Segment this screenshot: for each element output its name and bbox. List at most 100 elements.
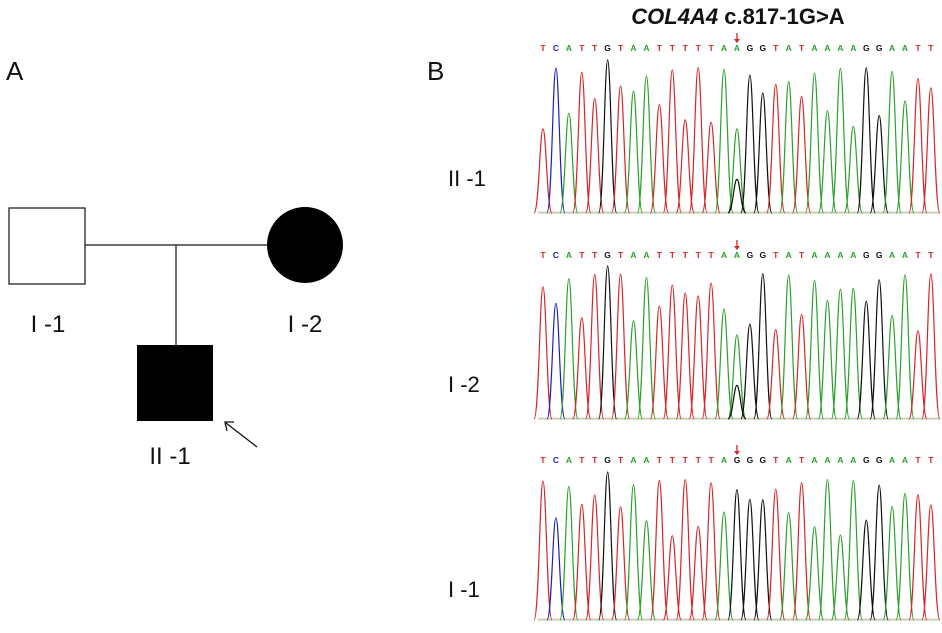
base-call-letter: T	[618, 455, 624, 465]
base-call-letter: G	[876, 250, 883, 260]
base-call-letter: A	[630, 43, 636, 53]
trace-peak	[688, 525, 708, 621]
base-call-letter: T	[915, 455, 921, 465]
base-call-letter: A	[837, 43, 843, 53]
trace-peak	[662, 535, 682, 621]
base-call-letter: T	[708, 43, 714, 53]
trace-peak	[675, 119, 695, 214]
base-call-letter: T	[696, 250, 702, 260]
trace-peak	[533, 480, 553, 621]
base-call-letter: A	[837, 455, 843, 465]
trace-peak	[572, 317, 592, 420]
base-call-letter: A	[630, 250, 636, 260]
base-call-letter: G	[604, 250, 611, 260]
trace-peak	[675, 292, 695, 420]
trace-peak	[585, 98, 605, 214]
base-call-letter: T	[773, 250, 779, 260]
base-call-letter: A	[902, 250, 908, 260]
trace-peak	[701, 282, 721, 420]
trace-peak	[882, 505, 902, 621]
base-call-letter: A	[824, 43, 830, 53]
base-call-letter: T	[773, 455, 779, 465]
trace-peak	[662, 69, 682, 214]
base-call-letter: G	[759, 455, 766, 465]
trace-peak	[701, 121, 721, 214]
trace-peak	[662, 284, 682, 420]
base-call-letter: A	[566, 455, 572, 465]
trace-peak	[753, 273, 773, 420]
trace-peak	[882, 70, 902, 214]
trace-peak	[830, 288, 850, 420]
base-call-letter: G	[863, 455, 870, 465]
base-call-letter: A	[643, 43, 649, 53]
trace-peak	[895, 492, 915, 621]
trace-peak	[714, 511, 734, 621]
trace-peak	[792, 313, 812, 420]
chromatogram-traces	[533, 265, 941, 420]
base-call-letter: T	[928, 455, 934, 465]
base-call-letter: T	[683, 43, 689, 53]
trace-peak	[779, 511, 799, 621]
base-call-letter: A	[566, 43, 572, 53]
base-call-letter: T	[540, 43, 546, 53]
trace-peak	[740, 498, 760, 621]
base-call-letter: T	[915, 43, 921, 53]
trace-peak	[895, 100, 915, 214]
trace-peak	[533, 128, 553, 214]
panel-label-a: A	[6, 56, 24, 86]
trace-peak	[610, 506, 631, 621]
trace-peak	[714, 308, 734, 420]
base-call-letter: G	[759, 250, 766, 260]
trace-peak	[921, 273, 941, 420]
trace-peak	[727, 334, 747, 420]
trace-peak	[546, 67, 566, 214]
base-call-letter: A	[734, 43, 740, 53]
trace-peak	[779, 80, 799, 214]
base-call-letter: A	[811, 455, 817, 465]
pedigree-father-symbol	[8, 207, 86, 285]
pedigree-panel: A I -1 I -2 II -1	[6, 56, 343, 470]
trace-peak	[869, 115, 889, 214]
trace-peak	[856, 300, 876, 420]
base-call-letter: T	[592, 250, 598, 260]
trace-peak	[921, 87, 941, 214]
base-call-letter: G	[876, 43, 883, 53]
trace-peak	[792, 95, 812, 214]
pedigree-label-father: I -1	[31, 311, 66, 338]
base-call-letter: A	[811, 250, 817, 260]
base-call-letter: G	[604, 43, 611, 53]
base-call-letter: T	[696, 43, 702, 53]
title-variant: c.817-1G>A	[724, 4, 845, 29]
variant-arrow-icon	[733, 240, 740, 250]
base-call-letter: T	[618, 43, 624, 53]
base-call-letter: T	[618, 250, 624, 260]
base-call-letter: T	[657, 455, 663, 465]
base-call-letter: A	[902, 455, 908, 465]
base-call-letter: G	[876, 455, 883, 465]
sample-label-proband: II -1	[448, 166, 486, 191]
variant-arrow-icon	[733, 33, 740, 43]
base-call-letter: A	[734, 250, 740, 260]
chromatogram-traces	[533, 59, 941, 214]
trace-peak	[623, 320, 644, 420]
trace-peak	[649, 103, 669, 214]
trace-peak	[817, 478, 838, 621]
base-call-letter: T	[708, 455, 714, 465]
pedigree-label-proband: II -1	[149, 443, 190, 470]
trace-peak	[572, 503, 592, 621]
trace-peak	[856, 67, 876, 214]
base-call-letter: T	[670, 250, 676, 260]
base-call-letter: T	[540, 250, 546, 260]
base-call-letter: A	[889, 43, 895, 53]
trace-peak	[830, 534, 850, 621]
base-call-letter: T	[799, 250, 805, 260]
base-call-letter: G	[863, 250, 870, 260]
trace-peak	[546, 302, 566, 420]
base-call-letter: G	[747, 43, 754, 53]
trace-peak	[598, 265, 618, 420]
trace-peak	[792, 481, 812, 621]
